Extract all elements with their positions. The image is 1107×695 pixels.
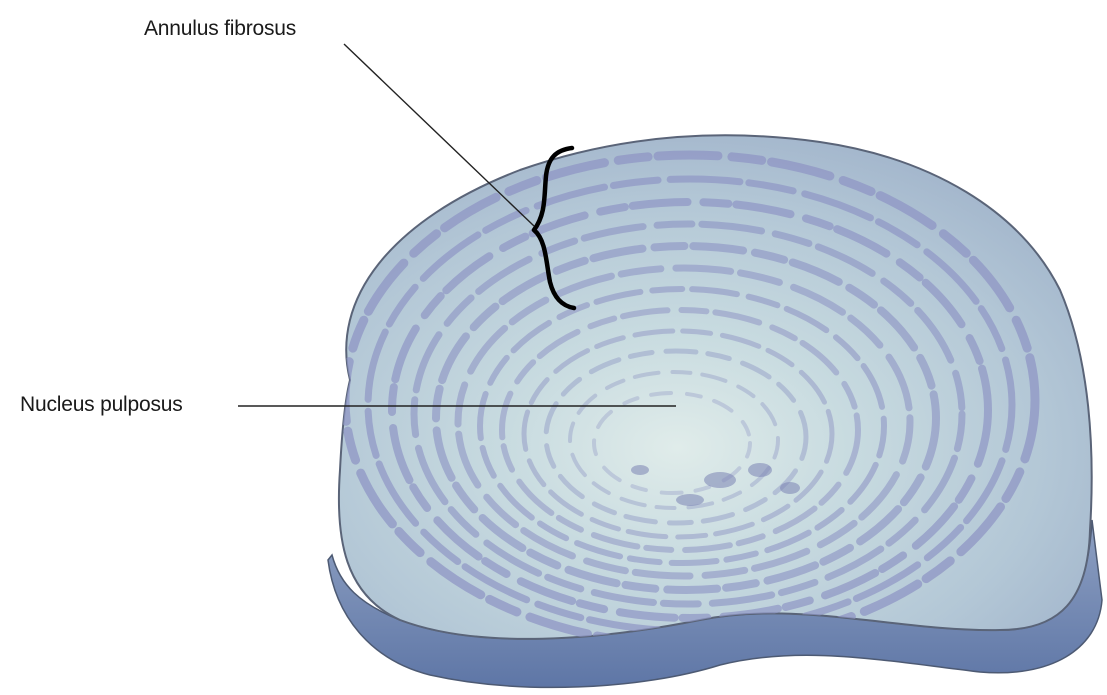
annulus-leader-line bbox=[344, 44, 534, 226]
nucleus-pulposus-label: Nucleus pulposus bbox=[20, 393, 183, 417]
annulus-fibrosus-label: Annulus fibrosus bbox=[144, 17, 296, 41]
